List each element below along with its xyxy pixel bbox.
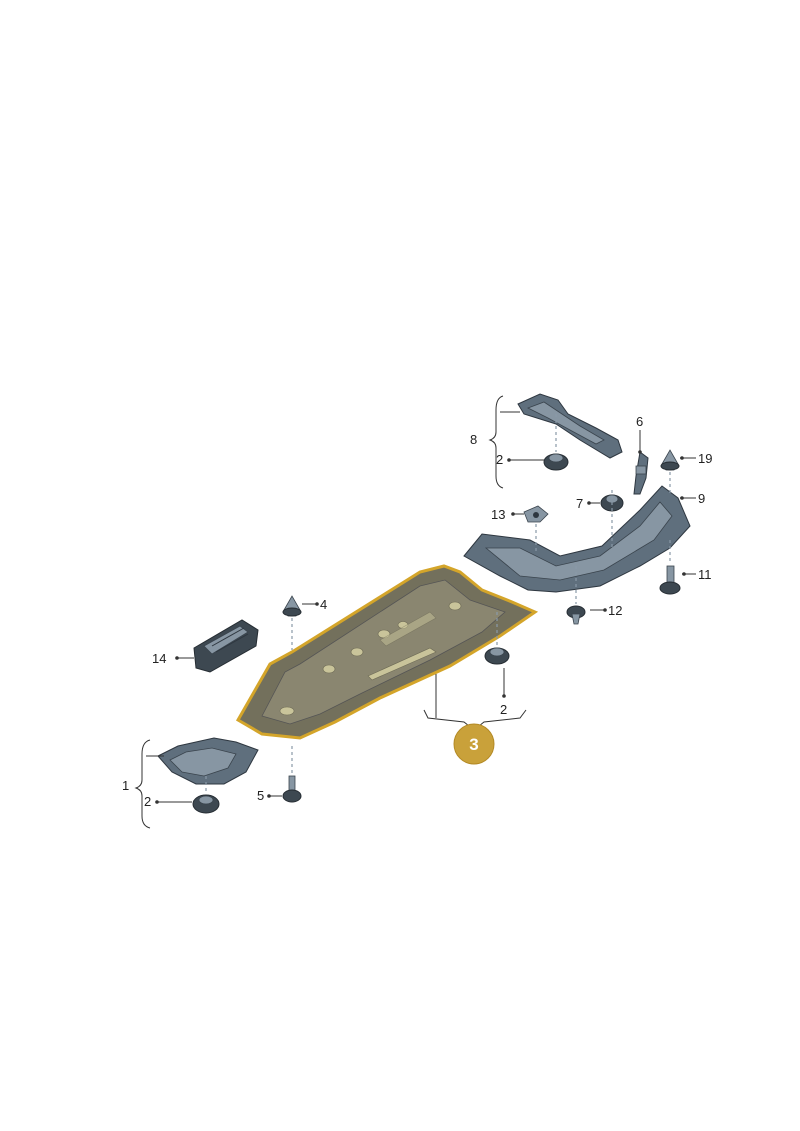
leader-dots [155,450,686,804]
clip-12[interactable] [566,605,586,625]
screw-5[interactable] [282,775,302,803]
bracket-clip-part[interactable] [633,451,649,495]
nut-2-middle[interactable] [484,647,510,665]
callout-6: 6 [636,414,643,429]
callout-labels: 8 2 6 19 7 9 13 11 4 12 14 2 1 2 5 [122,414,712,809]
clip-19[interactable] [660,449,680,471]
front-cover-part[interactable] [157,737,259,785]
grille-bracket-part[interactable] [193,619,259,673]
leader-lines [134,395,696,829]
clip-4[interactable] [282,595,302,617]
clip-nut-part[interactable] [523,505,549,523]
callout-1: 1 [122,778,129,793]
highlight-badge-3[interactable]: 3 [453,723,495,765]
callout-12: 12 [608,603,622,618]
nut-2-lower[interactable] [192,794,220,814]
badge-label: 3 [469,735,478,754]
callout-14: 14 [152,651,166,666]
callout-2-middle: 2 [500,702,507,717]
rear-side-panel-part[interactable] [463,485,691,593]
callout-5: 5 [257,788,264,803]
callout-2-lower: 2 [144,794,151,809]
screw-11[interactable] [659,565,681,595]
underbody-panel-highlighted[interactable] [235,564,539,740]
assembly-lines [205,414,671,794]
callout-7: 7 [576,496,583,511]
callout-2-upper: 2 [496,452,503,467]
callout-13: 13 [491,507,505,522]
nut-2-upper[interactable] [543,453,569,471]
callout-4: 4 [320,597,327,612]
callout-11: 11 [698,567,712,582]
callout-9: 9 [698,491,705,506]
callout-19: 19 [698,451,712,466]
upper-bracket-part[interactable] [517,393,623,459]
callout-8: 8 [470,432,477,447]
